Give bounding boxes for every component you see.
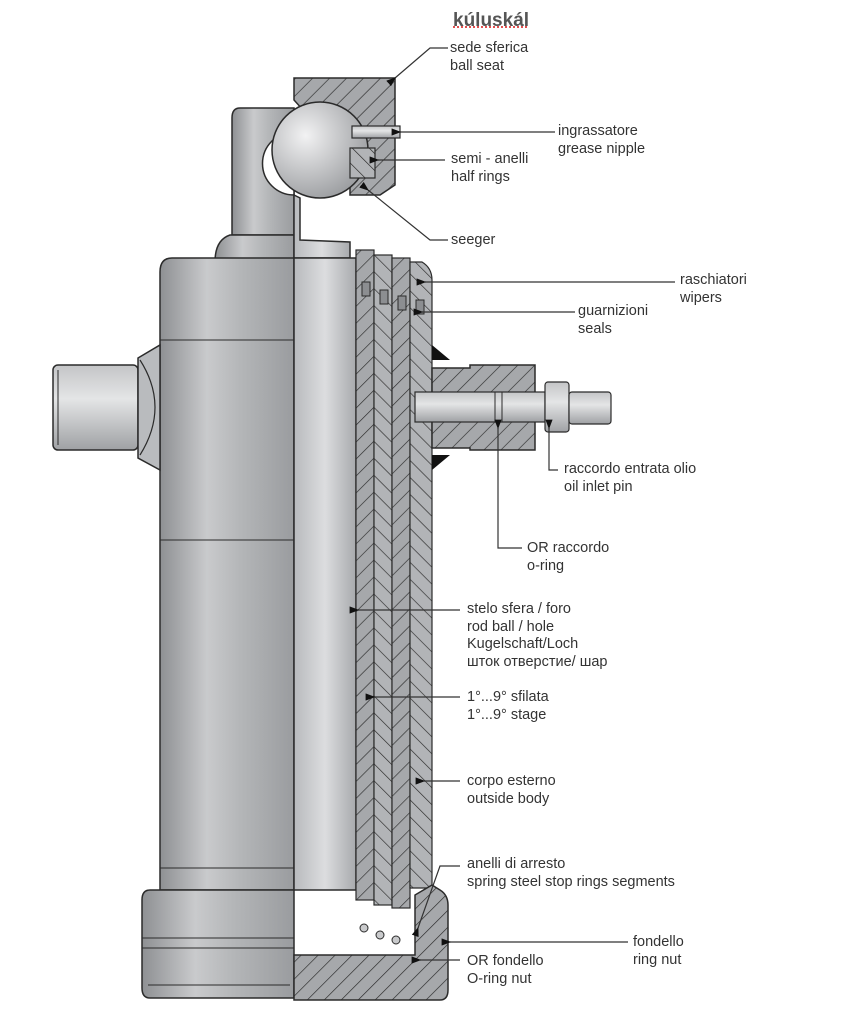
label-oring-nut: OR fondello O-ring nut — [467, 953, 544, 988]
leader-lines — [349, 47, 675, 964]
label-or-fitting: OR raccordo o-ring — [527, 540, 609, 575]
label-line: wipers — [680, 289, 722, 306]
label-line: o-ring — [527, 557, 565, 574]
outer-body — [141, 257, 295, 999]
label-rod-ball: stelo sfera / foro rod ball / hole Kugel… — [467, 601, 607, 671]
diagram-title: kúluskál — [453, 10, 530, 31]
trunnion-pin — [52, 343, 161, 472]
label-line: semi - anelli — [451, 151, 529, 167]
label-line: Kugelschaft/Loch — [467, 636, 579, 652]
label-line: guarnizioni — [578, 303, 649, 319]
label-line: raschiatori — [680, 272, 747, 288]
label-seals: guarnizioni seals — [578, 303, 648, 338]
label-grease-nipple: ingrassatore grease nipple — [558, 123, 645, 158]
label-line: grease nipple — [558, 140, 646, 157]
label-stop-rings: anelli di arresto spring steel stop ring… — [467, 856, 675, 891]
label-outside-body: corpo esterno outside body — [467, 773, 556, 808]
label-line: OR fondello — [467, 953, 544, 969]
label-line: 1°...9° stage — [467, 706, 547, 723]
label-line: half rings — [451, 168, 510, 185]
ring-nut-section — [293, 884, 449, 1001]
label-line: corpo esterno — [467, 773, 556, 789]
stages-section — [355, 249, 433, 909]
label-line: rod ball / hole — [467, 618, 555, 635]
label-ball-seat: sede sferica ball seat — [450, 40, 528, 75]
label-line: outside body — [467, 790, 550, 807]
label-line: seals — [578, 320, 612, 337]
label-line: anelli di arresto — [467, 856, 566, 872]
label-line: ball seat — [450, 57, 505, 74]
label-line: sede sferica — [450, 40, 529, 56]
grease-nipple-part — [351, 125, 401, 139]
label-line: ring nut — [633, 951, 682, 968]
label-wipers: raschiatori wipers — [680, 272, 747, 307]
label-seeger: seeger — [451, 232, 495, 250]
label-line: spring steel stop rings segments — [467, 873, 675, 890]
label-line: fondello — [633, 934, 684, 950]
label-line: 1°...9° sfilata — [467, 689, 549, 705]
label-line: stelo sfera / foro — [467, 601, 571, 617]
inner-rod — [293, 257, 357, 891]
label-stage: 1°...9° sfilata 1°...9° stage — [467, 689, 549, 724]
oil-inlet-port — [414, 345, 612, 470]
label-ring-nut: fondello ring nut — [633, 934, 684, 969]
half-ring — [349, 147, 376, 179]
label-oil-inlet: raccordo entrata olio oil inlet pin — [564, 461, 696, 496]
label-line: raccordo entrata olio — [564, 461, 697, 477]
label-line: O-ring nut — [467, 970, 532, 987]
label-line: ingrassatore — [558, 123, 638, 139]
label-line: seeger — [451, 232, 496, 248]
label-half-rings: semi - anelli half rings — [451, 151, 528, 186]
label-line: OR raccordo — [527, 540, 610, 556]
label-line: oil inlet pin — [564, 478, 633, 495]
ball-seat-section — [271, 77, 401, 259]
label-line: шток отверстие/ шар — [467, 653, 608, 670]
